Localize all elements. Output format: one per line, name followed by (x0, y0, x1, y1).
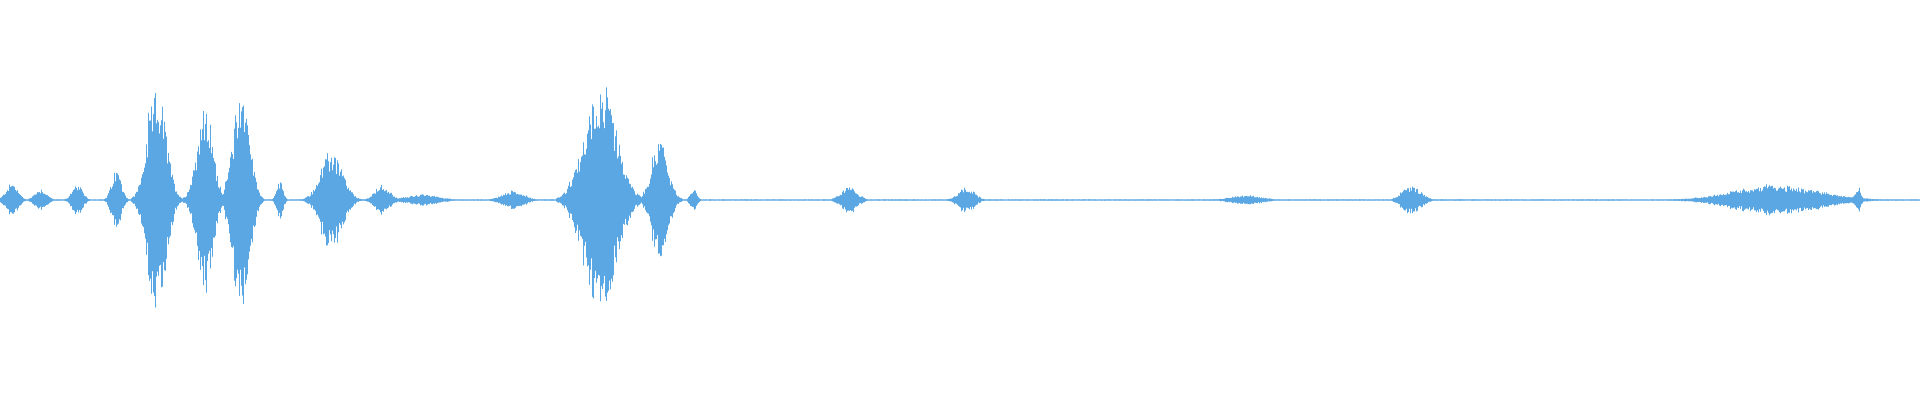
waveform-bars (0, 87, 1920, 308)
waveform-signal (0, 87, 1920, 308)
